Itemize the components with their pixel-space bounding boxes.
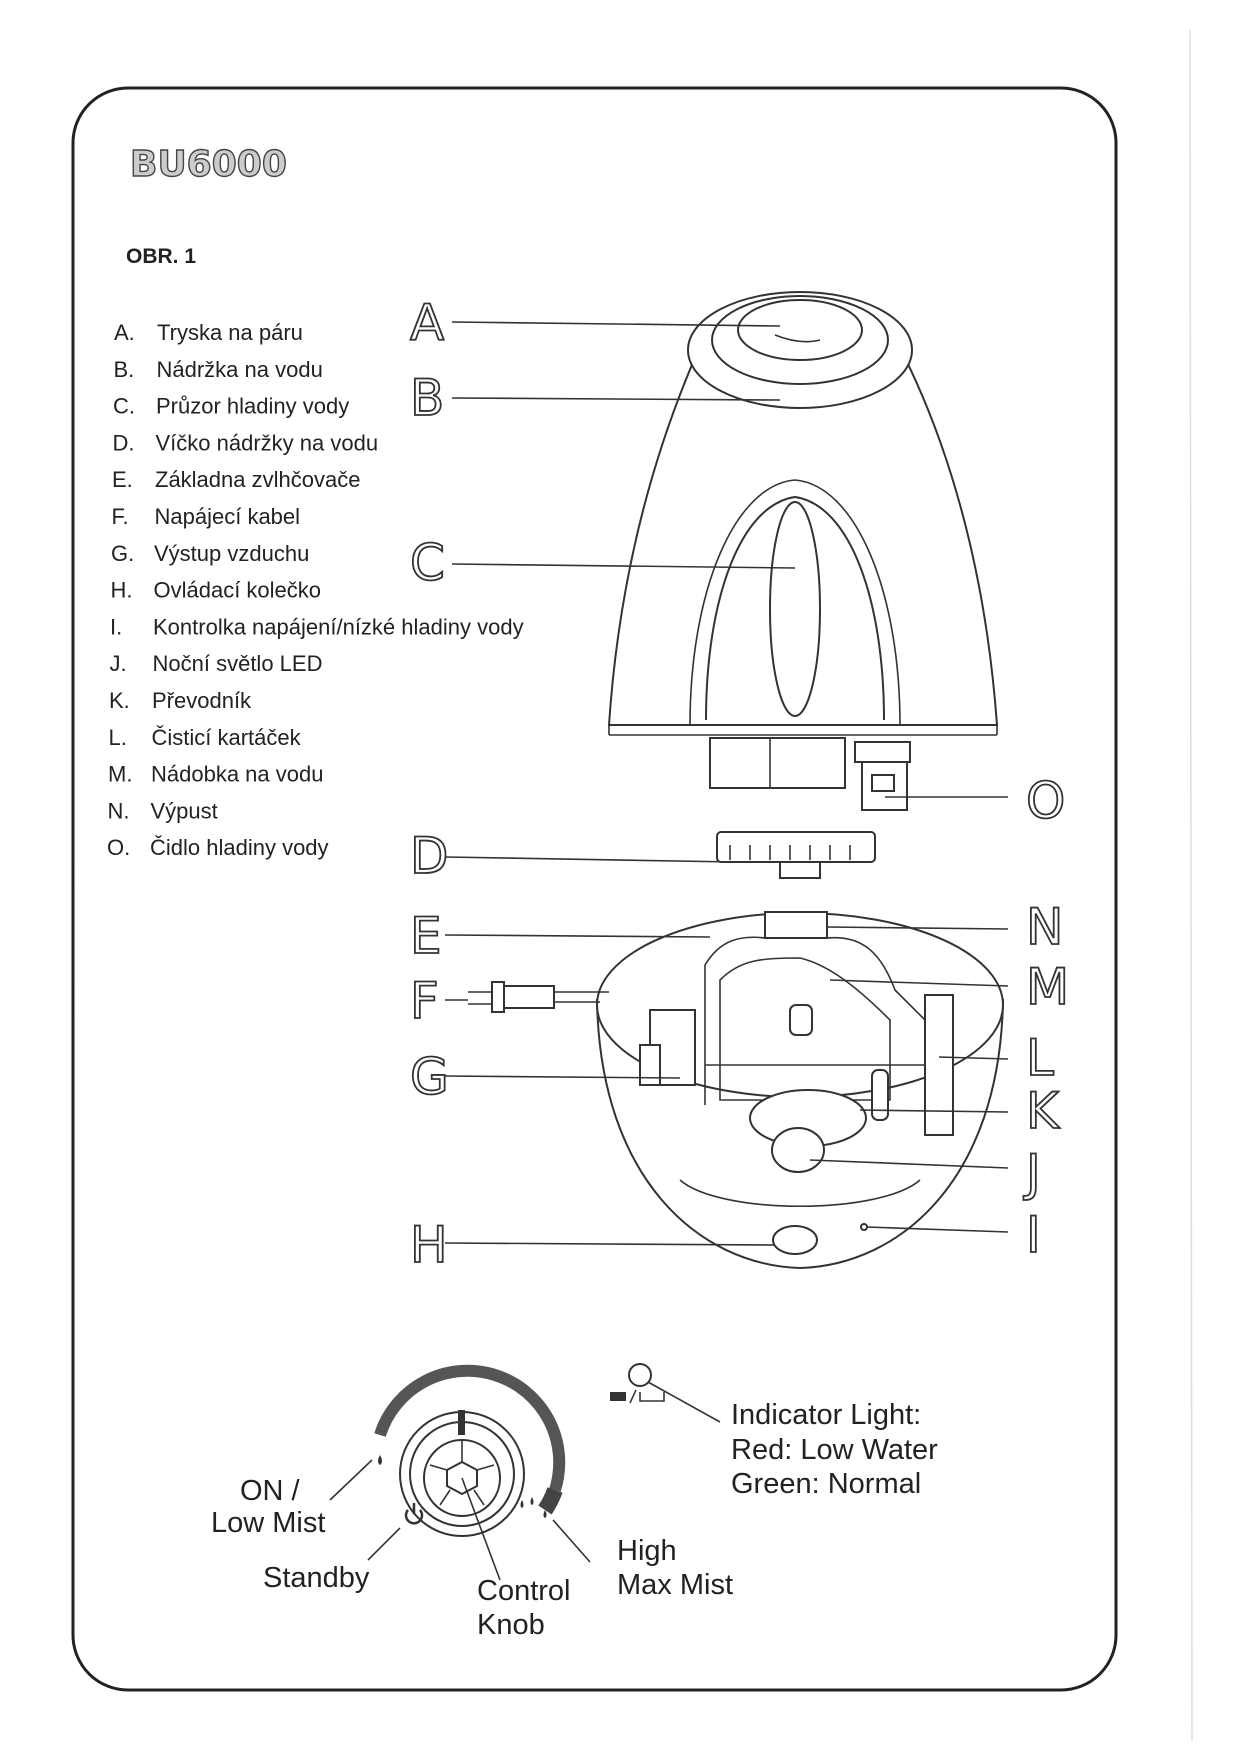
part-letter: L. <box>109 725 127 750</box>
indicator-title: Indicator Light: <box>731 1399 921 1431</box>
part-letter: N. <box>108 798 130 823</box>
callout-lines <box>444 321 1009 1246</box>
part-label: Čisticí kartáček <box>152 725 302 750</box>
callout-letter-k: K <box>1026 1082 1060 1140</box>
tank-cap-drawing <box>716 831 876 879</box>
part-label: Noční světlo LED <box>153 651 323 676</box>
part-letter: J. <box>110 651 127 676</box>
callout-letter-g: G <box>410 1048 449 1106</box>
part-label: Kontrolka napájení/nízké hladiny vody <box>153 614 524 639</box>
power-icon <box>404 1503 424 1525</box>
callout-letter-b: B <box>410 369 444 427</box>
water-level-symbol-icon <box>610 1389 665 1404</box>
part-letter: C. <box>113 394 135 419</box>
callout-letter-c: C <box>410 534 445 592</box>
part-letter: G. <box>111 541 134 566</box>
callout-letter-h: H <box>410 1216 448 1274</box>
part-letter: E. <box>112 467 133 492</box>
knob-label: Knob <box>477 1609 545 1641</box>
part-label: Výstup vzduchu <box>154 541 309 566</box>
part-label: Základna zvlhčovače <box>155 467 360 492</box>
part-label: Ovládací kolečko <box>154 578 322 603</box>
power-cord-drawing <box>468 981 609 1013</box>
control-label: Control <box>477 1575 571 1607</box>
part-label: Napájecí kabel <box>155 504 301 529</box>
part-letter: D. <box>113 430 135 455</box>
callout-letter-i: I <box>1026 1206 1041 1264</box>
high-mist-drops-icon <box>520 1497 547 1518</box>
part-label: Převodník <box>152 688 252 713</box>
callout-letter-j: J <box>1023 1144 1041 1202</box>
model-title: BU6000 <box>130 144 287 185</box>
part-letter: K. <box>109 688 130 713</box>
callout-letter-e: E <box>410 907 442 965</box>
standby-label: Standby <box>263 1562 370 1594</box>
drain <box>764 911 828 939</box>
part-label: Víčko nádržky na vodu <box>156 430 379 455</box>
control-wheel <box>772 1225 818 1255</box>
part-label: Nádobka na vodu <box>151 762 323 787</box>
part-label: Čidlo hladiny vody <box>150 835 329 860</box>
page-frame <box>71 86 1118 1692</box>
max-mist-label: Max Mist <box>617 1569 733 1601</box>
part-label: Výpust <box>151 798 218 823</box>
led-light <box>771 1127 825 1173</box>
steam-nozzle <box>737 299 863 361</box>
figure-label: OBR. 1 <box>126 245 196 268</box>
indicator-light-icon <box>628 1363 652 1387</box>
control-labels: ON / Low Mist Standby Control Knob High … <box>211 1399 938 1641</box>
on-label: ON / <box>240 1475 301 1507</box>
callout-letter-f: F <box>410 972 439 1030</box>
part-letter: A. <box>114 320 135 345</box>
indicator-green: Green: Normal <box>731 1468 921 1500</box>
callout-letter-a: A <box>410 294 444 352</box>
part-letter: H. <box>111 578 133 603</box>
part-label: Tryska na páru <box>157 320 303 345</box>
callout-letter-n: N <box>1026 898 1063 956</box>
water-level-window <box>769 501 821 717</box>
humidifier-base-drawing <box>595 911 1005 1270</box>
cleaning-brush <box>924 994 954 1136</box>
water-tank-drawing <box>607 291 999 811</box>
callout-letter-o: O <box>1026 772 1065 830</box>
part-letter: M. <box>108 762 132 787</box>
part-letter: O. <box>107 835 130 860</box>
part-label: Nádržka na vodu <box>157 357 323 382</box>
callout-letter-d: D <box>410 827 449 885</box>
scan-edge <box>1189 29 1193 1741</box>
callout-letter-l: L <box>1026 1029 1054 1087</box>
indicator-red: Red: Low Water <box>731 1434 938 1466</box>
high-label: High <box>617 1535 677 1567</box>
low-mist-drop-icon <box>378 1455 382 1465</box>
low-mist-label: Low Mist <box>211 1507 325 1539</box>
control-knob-detail <box>329 1363 721 1581</box>
mist-level-arc <box>374 1364 566 1492</box>
part-letter: I. <box>110 614 122 639</box>
callout-letter-m: M <box>1026 958 1069 1016</box>
part-letter: F. <box>112 504 129 529</box>
part-label: Průzor hladiny vody <box>156 394 349 419</box>
part-letter: B. <box>114 357 135 382</box>
